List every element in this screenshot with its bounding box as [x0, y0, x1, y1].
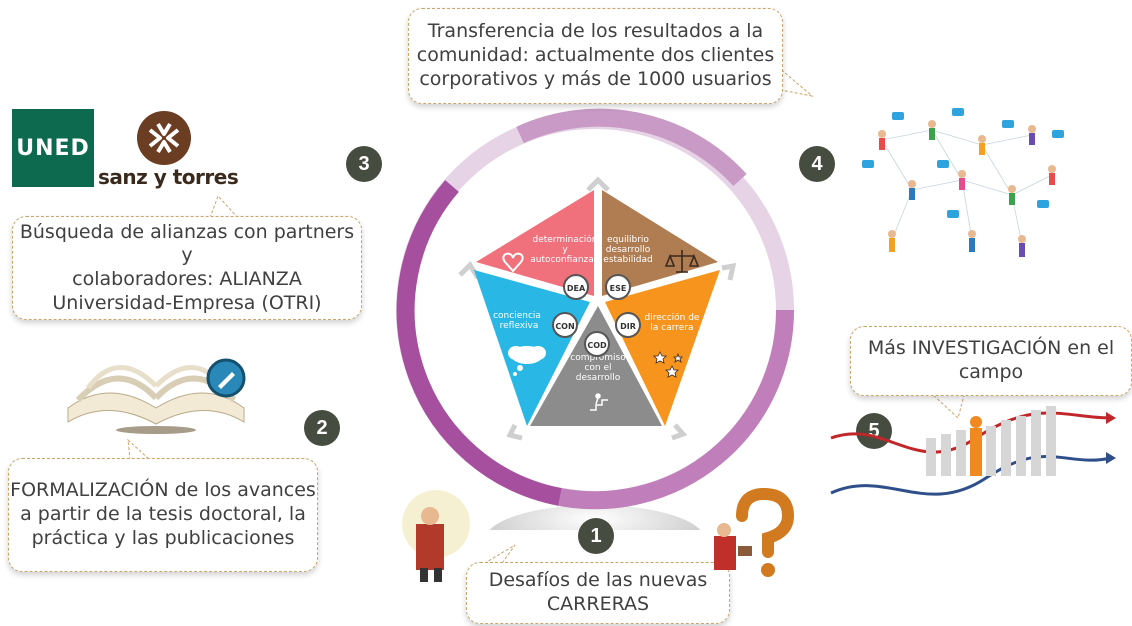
scale-icon	[664, 250, 700, 273]
dir-line-2: la carrera	[650, 323, 693, 333]
badge-ese: ESE	[605, 274, 631, 300]
segment-dea	[476, 190, 594, 296]
sanz-torres-logo: sanz y torres	[98, 165, 239, 189]
stairs-icon	[590, 393, 608, 411]
heart-icon	[502, 252, 524, 273]
badge-dea: DEA	[563, 274, 589, 300]
chevron-br-icon	[671, 423, 688, 441]
ring-arc-left	[396, 180, 562, 506]
badge-cod: COD	[584, 331, 610, 357]
segment-dir	[605, 270, 720, 426]
callout-research-line-2: campo	[958, 361, 1024, 383]
thinking-person-illustration	[402, 490, 470, 582]
chevron-right-icon	[721, 262, 737, 281]
open-book-illustration	[67, 358, 246, 434]
base-shadow	[489, 505, 701, 530]
ese-line-1: equilibrio	[607, 235, 649, 245]
dea-line-3: autoconfianza	[530, 255, 594, 265]
badge-dea-label: DEA	[567, 284, 586, 293]
callout-transfer-line-3: corporativos y más de 1000 usuarios	[419, 67, 772, 90]
cycle-diagram: determinación y autoconfianza equilibrio…	[396, 108, 795, 530]
callout-alliances-line-3: Universidad-Empresa (OTRI)	[52, 291, 322, 314]
con-line-1: conciencia	[493, 311, 541, 321]
badge-con: CON	[552, 312, 578, 338]
callout-challenges-line-1: Desafíos de las nuevas	[488, 569, 708, 592]
callout-alliances-line-2: colaboradores: ALIANZA	[72, 268, 302, 290]
chevron-top-icon	[586, 176, 610, 192]
badge-ese-label: ESE	[610, 284, 627, 293]
badge-cod-label: COD	[587, 341, 607, 350]
thought-cloud-icon	[508, 346, 546, 376]
segment-ese	[602, 190, 718, 296]
ese-line-2: desarrollo	[606, 245, 651, 255]
ring-arc-top	[516, 108, 747, 187]
social-network-illustration	[862, 108, 1064, 257]
callout-challenges-line-2: CARRERAS	[546, 593, 650, 615]
ring-arc-bottom	[558, 309, 795, 510]
callout-transfer-line-2: comunidad: actualmente dos clientes	[416, 44, 775, 67]
step-5-badge: 5	[856, 413, 892, 449]
chevron-bl-icon	[506, 423, 523, 441]
dea-line-2: y	[562, 245, 568, 255]
callout-research-line-1: Más INVESTIGACIÓN en el	[867, 337, 1115, 360]
badge-dir-label: DIR	[620, 322, 636, 331]
badge-dir: DIR	[615, 312, 641, 338]
segment-cod	[530, 306, 662, 426]
sanz-torres-emblem	[137, 111, 191, 165]
question-mark-illustration	[714, 487, 795, 577]
stars-icon	[653, 351, 683, 378]
callout-formalization-line-2: a partir de la tesis doctoral, la	[20, 503, 306, 526]
callout-formalization-line-1: FORMALIZACIÓN de los avances	[10, 479, 316, 502]
cod-line-1: compromiso	[570, 353, 626, 363]
uned-logo-text: UNED	[16, 135, 90, 161]
step-3-badge: 3	[346, 146, 382, 182]
dir-line-1: dirección de	[645, 312, 700, 323]
step-1-badge: 1	[578, 518, 614, 554]
ese-line-3: estabilidad	[603, 255, 652, 265]
callout-alliances-line-1: Búsqueda de alianzas con partners y	[19, 220, 355, 267]
cod-line-2: con el	[584, 363, 611, 373]
step-4-badge: 4	[799, 146, 835, 182]
research-arrows-illustration	[830, 406, 1116, 496]
callout-transfer-line-1: Transferencia de los resultados a la	[427, 20, 764, 43]
dea-line-1: determinación	[532, 234, 597, 245]
step-2-badge: 2	[304, 410, 340, 446]
badge-con-label: CON	[555, 322, 574, 331]
cod-line-3: desarrollo	[576, 373, 621, 383]
con-line-2: reflexiva	[500, 321, 539, 331]
callout-formalization-line-3: práctica y las publicaciones	[31, 526, 295, 549]
uned-logo: UNED	[12, 109, 94, 187]
